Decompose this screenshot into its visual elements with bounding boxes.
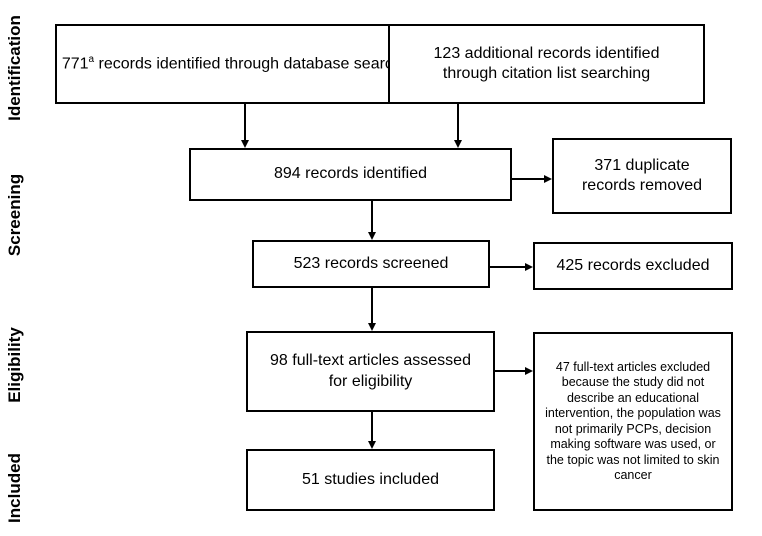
box-records-identified: 894 records identified [189,148,512,201]
box-records-excluded: 425 records excluded [533,242,733,290]
box-fulltext-assessed: 98 full-text articles assessed for eligi… [246,331,495,412]
box-fulltext-excluded: 47 full-text articles excluded because t… [533,332,733,511]
box-studies-included: 51 studies included [246,449,495,511]
box-citation-records: 123 additional records identified throug… [388,24,705,104]
box-duplicates-removed: 371 duplicate records removed [552,138,732,214]
box-database-records: 771a records identified through database… [55,24,430,104]
box-records-screened: 523 records screened [252,240,490,288]
